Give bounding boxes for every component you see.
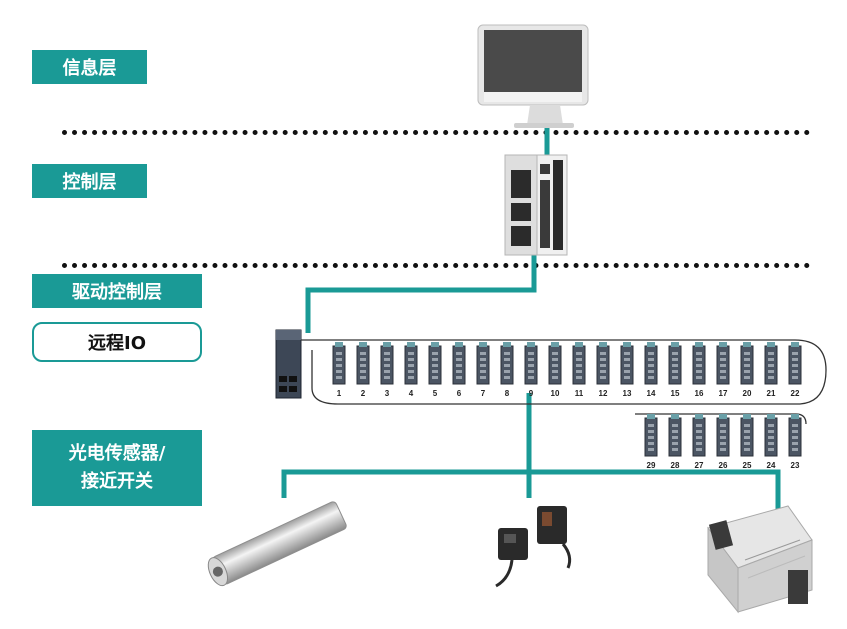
solenoid-valve-icon — [707, 505, 813, 614]
io-module-number: 5 — [433, 389, 438, 398]
plc-controller-icon — [504, 154, 568, 256]
io-module-number: 16 — [695, 389, 704, 398]
io-module-number: 4 — [409, 389, 414, 398]
io-module-number: 3 — [385, 389, 390, 398]
layer-label-remote-io: 远程IO — [32, 322, 202, 362]
io-module-number: 10 — [551, 389, 560, 398]
io-module-number: 13 — [623, 389, 632, 398]
io-module-bottom-27: 27 — [692, 414, 706, 470]
io-module-top-21: 21 — [764, 342, 778, 398]
io-module-top-11: 11 — [572, 342, 586, 398]
layer-label-drive: 驱动控制层 — [32, 274, 202, 308]
io-module-number: 25 — [743, 461, 752, 470]
io-module-number: 14 — [647, 389, 656, 398]
io-module-top-13: 13 — [620, 342, 634, 398]
io-module-top-15: 15 — [668, 342, 682, 398]
io-module-number: 29 — [647, 461, 656, 470]
io-module-top-5: 5 — [428, 342, 442, 398]
io-module-top-4: 4 — [404, 342, 418, 398]
io-module-top-12: 12 — [596, 342, 610, 398]
io-module-bottom-28: 28 — [668, 414, 682, 470]
io-module-number: 26 — [719, 461, 728, 470]
photoelectric-sensor-icon — [495, 506, 572, 588]
io-module-bottom-29: 29 — [644, 414, 658, 470]
io-module-top-2: 2 — [356, 342, 370, 398]
io-module-top-9: 9 — [524, 342, 538, 398]
io-module-number: 7 — [481, 389, 486, 398]
io-module-row-bottom: 29 28 27 26 25 24 23 — [644, 414, 802, 470]
io-module-bottom-25: 25 — [740, 414, 754, 470]
layer-label-info: 信息层 — [32, 50, 147, 84]
io-module-top-8: 8 — [500, 342, 514, 398]
io-module-top-17: 17 — [716, 342, 730, 398]
connection-lines — [281, 128, 781, 512]
io-module-number: 1 — [337, 389, 342, 398]
io-module-number: 11 — [575, 389, 584, 398]
io-module-top-14: 14 — [644, 342, 658, 398]
io-module-number: 24 — [767, 461, 776, 470]
io-module-bottom-26: 26 — [716, 414, 730, 470]
io-module-number: 17 — [719, 389, 728, 398]
io-module-number: 9 — [529, 389, 534, 398]
io-module-number: 21 — [767, 389, 776, 398]
layer-label-sensor: 光电传感器/ 接近开关 — [32, 430, 202, 506]
io-module-top-10: 10 — [548, 342, 562, 398]
io-module-number: 27 — [695, 461, 704, 470]
io-module-bottom-23: 23 — [788, 414, 802, 470]
proximity-sensor-icon — [207, 501, 347, 587]
io-module-top-16: 16 — [692, 342, 706, 398]
io-module-number: 12 — [599, 389, 608, 398]
io-module-number: 22 — [791, 389, 800, 398]
layer-label-control: 控制层 — [32, 164, 147, 198]
io-module-top-1: 1 — [332, 342, 346, 398]
io-module-bottom-24: 24 — [764, 414, 778, 470]
monitor-icon — [477, 24, 589, 128]
io-module-number: 20 — [743, 389, 752, 398]
io-module-top-20: 20 — [740, 342, 754, 398]
io-module-number: 2 — [361, 389, 366, 398]
io-module-top-3: 3 — [380, 342, 394, 398]
io-module-number: 6 — [457, 389, 462, 398]
io-module-top-6: 6 — [452, 342, 466, 398]
io-module-number: 8 — [505, 389, 510, 398]
io-module-top-22: 22 — [788, 342, 802, 398]
io-module-number: 15 — [671, 389, 680, 398]
io-coupler-icon — [275, 329, 302, 399]
io-module-top-7: 7 — [476, 342, 490, 398]
io-module-number: 28 — [671, 461, 680, 470]
separator-line-2 — [62, 263, 810, 268]
separator-line-1 — [62, 130, 810, 135]
io-module-number: 23 — [791, 461, 800, 470]
